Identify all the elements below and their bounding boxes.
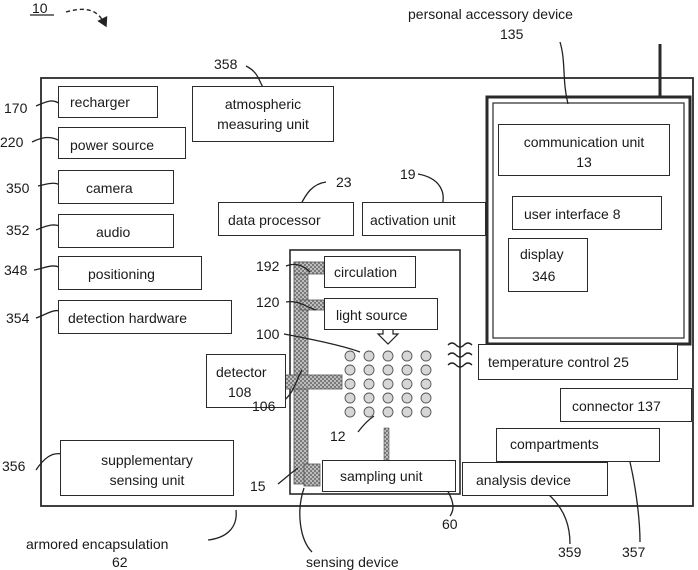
compartments-label: compartments — [510, 436, 599, 453]
data-processor-ref: 23 — [336, 174, 352, 190]
leader-60 — [446, 488, 453, 516]
leader-170 — [36, 101, 60, 106]
sample-well — [345, 365, 355, 375]
camera-ref: 350 — [6, 180, 29, 196]
wall-ref: 15 — [250, 478, 266, 494]
sensing-device-label: sensing device — [306, 554, 399, 570]
circulation-channel-top — [294, 262, 324, 274]
sample-well — [364, 393, 374, 403]
sample-well — [364, 379, 374, 389]
sample-well — [402, 351, 412, 361]
leader-sensing — [300, 488, 312, 552]
analysis-device-label: analysis device — [476, 472, 571, 489]
sampling-feed — [304, 464, 320, 486]
detector-line2: 108 — [228, 384, 251, 401]
recharger-label: recharger — [70, 94, 130, 111]
sample-well — [345, 393, 355, 403]
sample-well — [421, 407, 431, 417]
sample-well — [383, 393, 393, 403]
power-source-label: power source — [70, 137, 154, 154]
sample-well — [364, 407, 374, 417]
supplementary-ref: 356 — [2, 458, 25, 474]
recharger-ref: 170 — [4, 100, 27, 116]
sample-well — [421, 365, 431, 375]
supplementary-line2: sensing unit — [60, 472, 234, 489]
atmospheric-line2: measuring unit — [192, 116, 334, 133]
light-source-label: light source — [336, 307, 408, 324]
communication-line1: communication unit — [498, 134, 670, 151]
detector-line1: detector — [216, 364, 267, 381]
figure-number: 10 — [32, 0, 48, 16]
atmospheric-line1: atmospheric — [192, 96, 334, 113]
temperature-control-label: temperature control 25 — [488, 354, 629, 371]
detector-channel — [282, 375, 342, 389]
supplementary-line1: supplementary — [60, 452, 234, 469]
display-line1: display — [520, 246, 564, 263]
sample-well — [402, 379, 412, 389]
sample-well — [383, 365, 393, 375]
positioning-label: positioning — [88, 266, 155, 283]
sampling-unit-label: sampling unit — [340, 468, 423, 485]
leader-356 — [36, 454, 62, 470]
atmospheric-box — [192, 86, 334, 142]
positioning-ref: 348 — [4, 262, 27, 278]
sample-well — [383, 351, 393, 361]
user-interface-label: user interface 8 — [524, 206, 621, 223]
sample-well — [383, 407, 393, 417]
atmospheric-ref: 358 — [214, 56, 237, 72]
display-line2: 346 — [532, 268, 555, 285]
sample-well-array — [345, 351, 431, 417]
light-source-ref: 120 — [256, 294, 279, 310]
circulation-label: circulation — [334, 264, 397, 281]
encapsulation-ref: 62 — [112, 554, 128, 570]
personal-accessory-label: personal accessory device — [408, 6, 573, 22]
array-ref: 100 — [256, 326, 279, 342]
audio-ref: 352 — [6, 222, 29, 238]
communication-line2: 13 — [498, 154, 670, 171]
sample-well — [345, 407, 355, 417]
sample-well — [421, 393, 431, 403]
channel-ref: 106 — [252, 398, 275, 414]
data-processor-label: data processor — [228, 212, 321, 229]
connector-label: connector 137 — [572, 398, 661, 415]
leader-135 — [560, 42, 568, 104]
detection-hardware-label: detection hardware — [68, 310, 187, 327]
sample-well — [421, 351, 431, 361]
audio-label: audio — [96, 224, 130, 241]
encapsulation-label: armored encapsulation — [26, 536, 168, 552]
leader-12 — [358, 416, 374, 432]
sample-well — [345, 379, 355, 389]
leader-62 — [208, 510, 236, 540]
analysis-device-ref: 359 — [558, 544, 581, 560]
sample-well — [364, 365, 374, 375]
power-source-ref: 220 — [0, 134, 23, 150]
personal-accessory-ref: 135 — [500, 26, 523, 42]
camera-label: camera — [86, 180, 133, 197]
circulation-ref: 192 — [256, 258, 279, 274]
sampling-unit-ref: 60 — [442, 516, 458, 532]
sample-well — [402, 393, 412, 403]
sample-well — [364, 351, 374, 361]
sample-ref: 12 — [330, 428, 346, 444]
leader-359 — [548, 494, 570, 544]
figure-arrow — [66, 9, 106, 26]
sample-well — [402, 365, 412, 375]
activation-unit-label: activation unit — [370, 212, 456, 229]
leader-357 — [630, 462, 640, 542]
sample-well — [421, 379, 431, 389]
detection-hardware-ref: 354 — [6, 310, 29, 326]
sample-well — [345, 351, 355, 361]
sample-well — [402, 407, 412, 417]
compartments-ref: 357 — [622, 544, 645, 560]
activation-unit-ref: 19 — [400, 166, 416, 182]
sample-well — [383, 379, 393, 389]
sampling-connector — [384, 428, 389, 460]
